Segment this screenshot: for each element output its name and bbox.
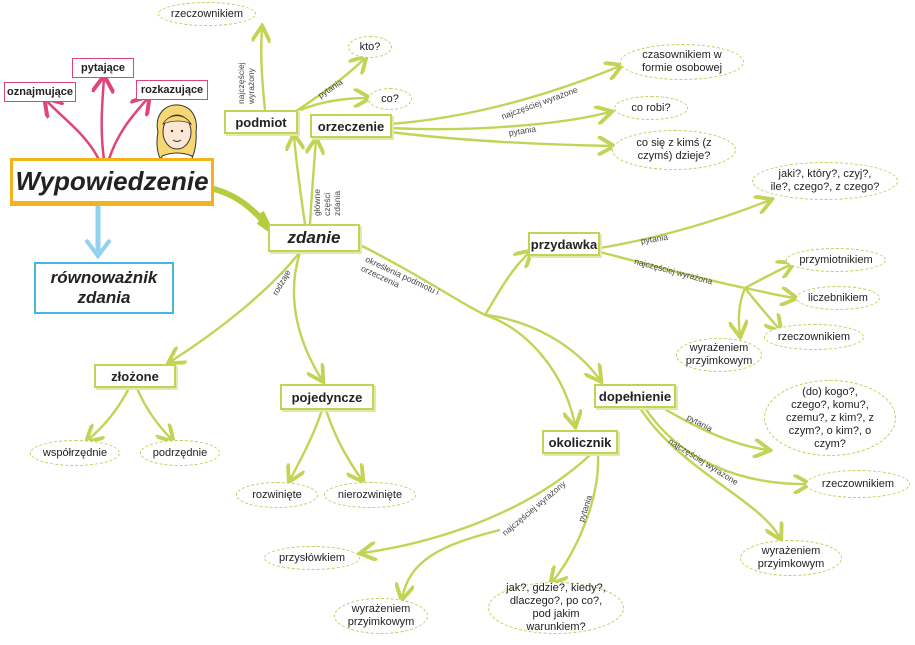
co-sie-dzieje-leaf: co się z kimś (z czymś) dzieje? [612,130,736,170]
green-edges [88,28,808,598]
orzeczenie-box: orzeczenie [310,114,392,138]
equivalent-box: równoważnik zdania [34,262,174,314]
pojedyncze-box: pojedyncze [280,384,374,410]
przyslowkiem-leaf: przysłówkiem [264,546,360,570]
co-leaf: co? [368,88,412,110]
okolicznik-przyimkowym-leaf: wyrażeniem przyimkowym [334,598,428,634]
dopelnienie-rzeczownikiem-leaf: rzeczownikiem [806,470,910,498]
okolicznik-pytania-leaf: jak?, gdzie?, kiedy?, dlaczego?, po co?,… [488,582,624,634]
czasownikiem-leaf: czasownikiem w formie osobowej [620,44,744,80]
main-to-zdanie-arrow [209,185,271,229]
podmiot-box: podmiot [224,110,298,134]
co-robi-leaf: co robi? [614,96,688,120]
liczebnikiem-leaf: liczebnikiem [796,286,880,310]
okolicznik-box: okolicznik [542,430,618,454]
podmiot-rzeczownikiem-leaf: rzeczownikiem [158,2,256,26]
sentence-type-pytajace: pytające [72,58,134,78]
edge-label-najczesciej-wyrazony: najczęściej wyrażony [236,62,256,104]
przydawka-box: przydawka [528,232,600,256]
sentence-type-oznajmujace: oznajmujące [4,82,76,102]
blue-arrow [84,206,112,260]
wspolrzednie-leaf: współrzędnie [30,440,120,466]
dopelnienie-box: dopełnienie [594,384,676,408]
nierozwiniete-leaf: nierozwinięte [324,482,416,508]
podrzednie-leaf: podrzędnie [140,440,220,466]
przydawka-rzeczownikiem-leaf: rzeczownikiem [764,324,864,350]
edge-label-glowne-czesci: główne części zdania [312,189,342,216]
pink-arrows [46,78,148,163]
zlozone-box: złożone [94,364,176,388]
rozwiniete-leaf: rozwinięte [236,482,318,508]
dopelnienie-przyimkowym-leaf: wyrażeniem przyimkowym [740,540,842,576]
kto-leaf: kto? [348,36,392,58]
przymiotnikiem-leaf: przymiotnikiem [786,248,886,272]
przydawka-pytania-leaf: jaki?, który?, czyj?, ile?, czego?, z cz… [752,162,898,200]
dopelnienie-pytania-leaf: (do) kogo?, czego?, komu?, czemu?, z kim… [764,380,896,456]
zdanie-box: zdanie [268,224,360,252]
main-topic-box: Wypowiedzenie [10,158,214,206]
przydawka-przyimkowym-leaf: wyrażeniem przyimkowym [676,338,762,372]
sentence-type-rozkazujace: rozkazujące [136,80,208,100]
